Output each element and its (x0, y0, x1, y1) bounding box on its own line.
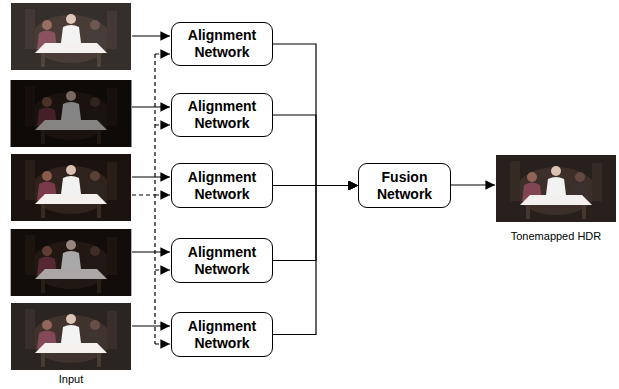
reference-arrows (132, 54, 170, 344)
caption-label: Tonemapped HDR (511, 230, 602, 242)
connector-arrow (273, 186, 358, 335)
box-label: Alignment Network (178, 169, 266, 203)
output-arrow (451, 184, 495, 185)
input-image (10, 3, 132, 70)
box-label: Alignment Network (178, 27, 266, 61)
input-image (10, 80, 132, 147)
input-image (11, 154, 131, 221)
input-arrows (132, 36, 170, 326)
box-label: Alignment Network (178, 244, 266, 278)
process-box: Alignment Network (171, 93, 273, 137)
caption-label: Input (59, 373, 83, 385)
process-box: Alignment Network (171, 163, 273, 208)
process-box: Fusion Network (358, 163, 451, 208)
box-label: Fusion Network (365, 169, 444, 203)
process-box: Alignment Network (171, 312, 273, 357)
input-image (10, 229, 132, 296)
box-label: Alignment Network (178, 318, 266, 352)
input-image (10, 303, 132, 370)
connector-arrow (273, 44, 358, 186)
process-box: Alignment Network (171, 238, 273, 283)
process-box: Alignment Network (171, 22, 273, 66)
box-label: Alignment Network (178, 98, 266, 132)
output-image (496, 155, 616, 222)
connector-arrow (273, 115, 358, 186)
